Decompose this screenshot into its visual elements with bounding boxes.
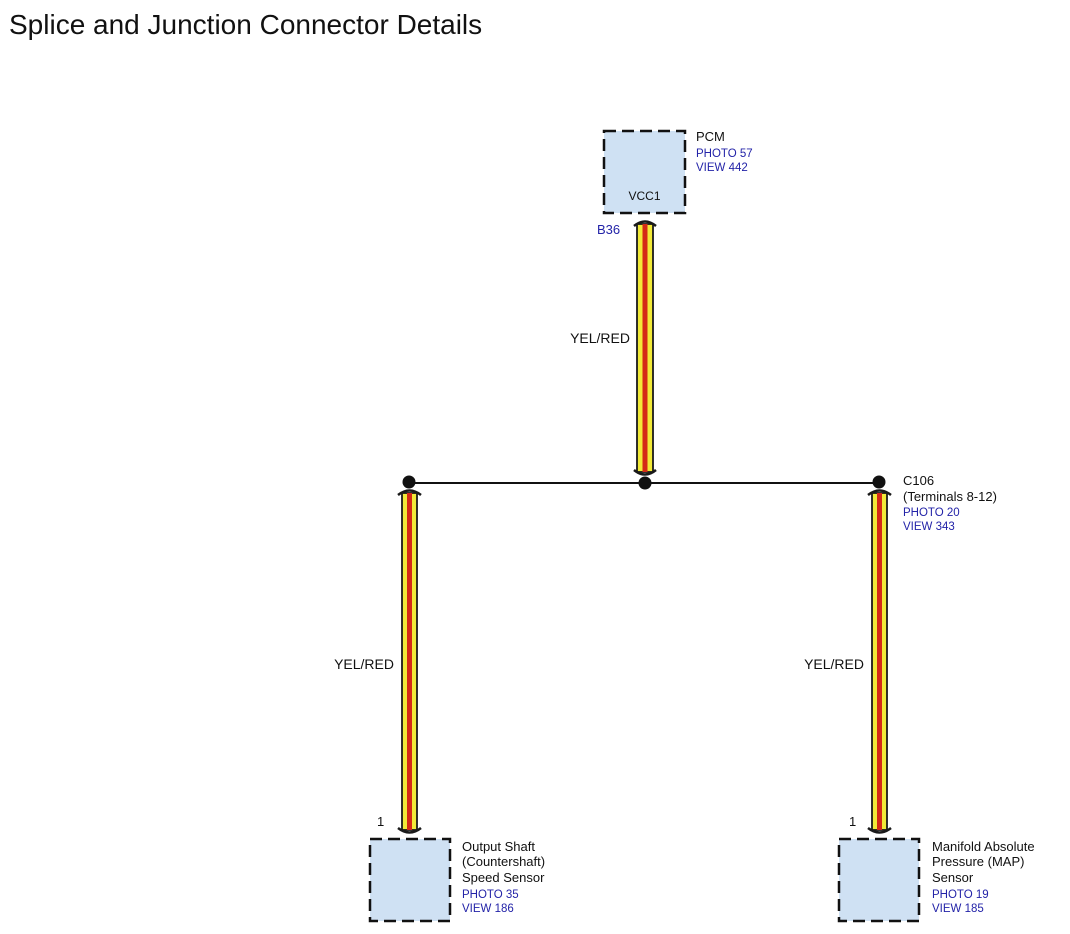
pcm-wire-top-cap: [633, 220, 657, 227]
pcm-photo-link[interactable]: PHOTO 57: [696, 148, 753, 160]
junction-terminals-label: (Terminals 8-12): [903, 489, 997, 504]
output-shaft-sensor-view-link[interactable]: VIEW 186: [462, 903, 514, 915]
map-sensor-wire-top-cap: [867, 489, 892, 497]
left-splice-node[interactable]: [402, 475, 416, 489]
pcm-wire-color-label: YEL/RED: [570, 330, 630, 346]
junction-photo-link[interactable]: PHOTO 20: [903, 507, 960, 519]
map-sensor-name-1: Manifold Absolute: [932, 839, 1035, 854]
center-splice-node[interactable]: [638, 476, 652, 490]
map-sensor-wire-bottom-cap: [867, 826, 892, 834]
output-shaft-wire-top-cap: [397, 489, 422, 497]
map-sensor-wire[interactable]: [867, 489, 892, 834]
pcm-box[interactable]: [602, 129, 687, 215]
map-sensor-wire-color-label: YEL/RED: [804, 656, 864, 672]
map-sensor-terminal-label: 1: [849, 814, 856, 829]
output-shaft-terminal-label: 1: [377, 814, 384, 829]
junction-view-link[interactable]: VIEW 343: [903, 521, 955, 533]
output-shaft-sensor-name-2: (Countershaft): [462, 854, 545, 869]
output-shaft-sensor-photo-link[interactable]: PHOTO 35: [462, 889, 519, 901]
pcm-wire[interactable]: [633, 220, 657, 476]
output-shaft-wire-bottom-cap: [397, 826, 422, 834]
junction-label: C106: [903, 473, 934, 488]
pcm-terminal-label: B36: [597, 222, 620, 237]
right-splice-node[interactable]: [872, 475, 886, 489]
map-sensor-photo-link[interactable]: PHOTO 19: [932, 889, 989, 901]
map-sensor-box[interactable]: [837, 837, 921, 923]
output-shaft-wire-color-label: YEL/RED: [334, 656, 394, 672]
map-sensor-view-link[interactable]: VIEW 185: [932, 903, 984, 915]
pcm-wire-bottom-cap: [633, 469, 657, 476]
output-shaft-wire[interactable]: [397, 489, 422, 834]
map-sensor-name-3: Sensor: [932, 870, 974, 885]
map-sensor-name-2: Pressure (MAP): [932, 854, 1024, 869]
pcm-pin-label: VCC1: [628, 189, 660, 203]
page-title: Splice and Junction Connector Details: [9, 9, 483, 40]
pcm-label: PCM: [696, 129, 725, 144]
output-shaft-sensor-name-1: Output Shaft: [462, 839, 535, 854]
pcm-view-link[interactable]: VIEW 442: [696, 162, 748, 174]
output-shaft-sensor-name-3: Speed Sensor: [462, 870, 545, 885]
pcm-component[interactable]: VCC1: [602, 129, 687, 215]
output-shaft-sensor-box[interactable]: [368, 837, 452, 923]
